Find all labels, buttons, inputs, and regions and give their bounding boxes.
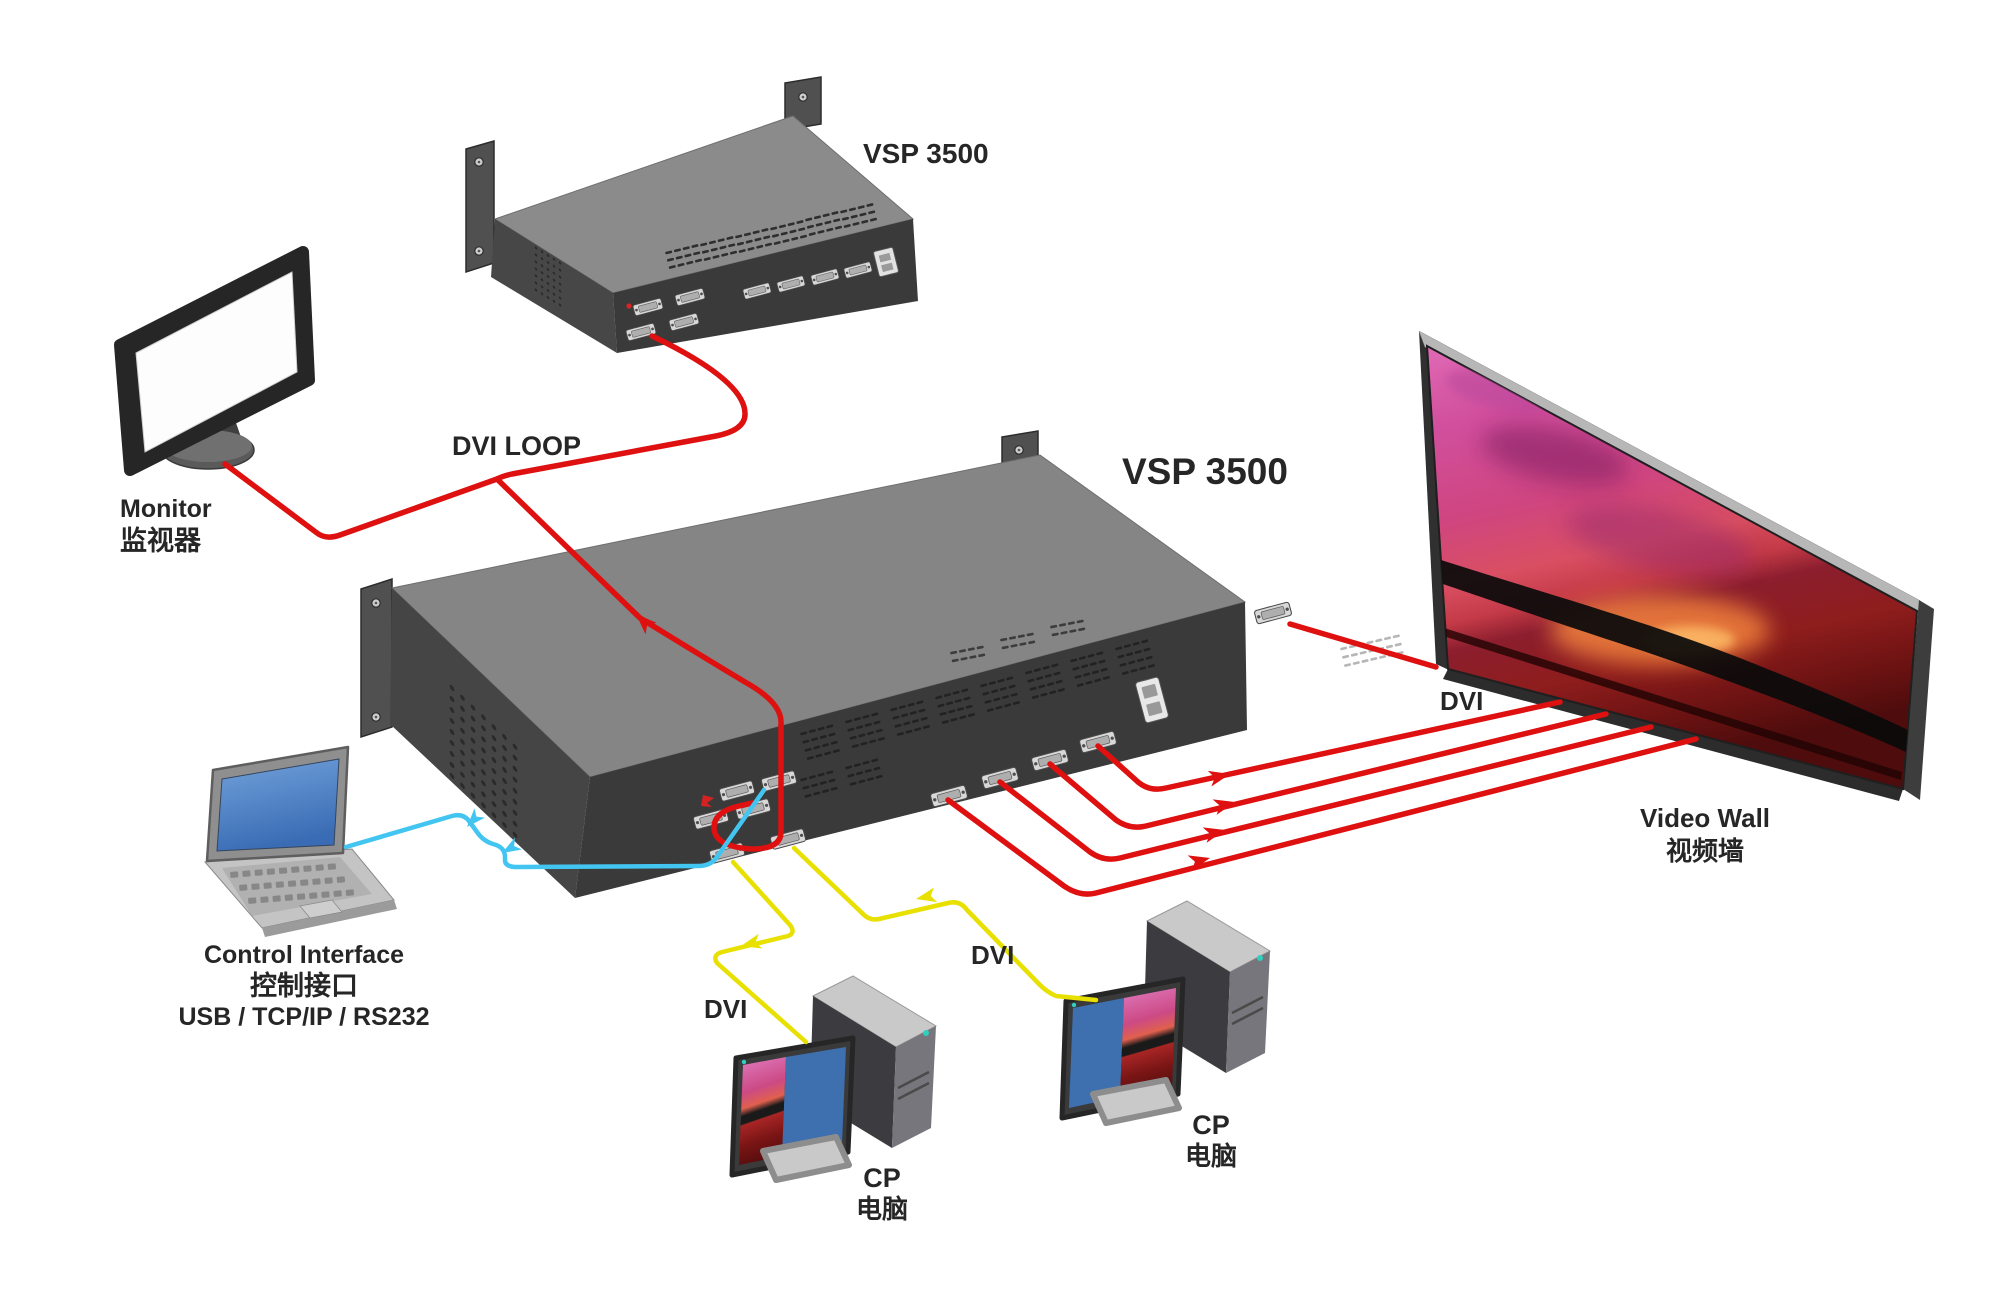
cable-control xyxy=(343,787,767,870)
cp2-power-led xyxy=(1257,955,1263,961)
dvi-label-cp1: DVI xyxy=(704,994,748,1024)
monitor-label: Monitor 监视器 xyxy=(120,495,212,556)
cp2-screen-left-blue xyxy=(1069,998,1124,1108)
cp1-monitor-led xyxy=(741,1059,747,1065)
cp2-label-en: CP xyxy=(1192,1110,1230,1140)
rack-screws xyxy=(474,92,808,256)
arrow-dvi-cp1 xyxy=(741,933,763,949)
monitor-device xyxy=(114,246,315,476)
dvi-label-wall: DVI xyxy=(1440,686,1484,716)
power-led xyxy=(626,303,632,309)
cp1-label-en: CP xyxy=(863,1163,901,1193)
cp1-tower-side xyxy=(892,1026,936,1148)
control-interface-label-zh: 控制接口 xyxy=(250,971,358,1001)
cp1-screen-right-blue xyxy=(782,1047,846,1156)
cp1-power-led xyxy=(923,1030,929,1036)
cp1-tower-groove xyxy=(897,1070,930,1090)
cable-dvi-loop-upper xyxy=(494,333,748,482)
arrow-dvi-out-2 xyxy=(1202,827,1225,843)
laptop-front-lip xyxy=(262,900,397,937)
cp2-label: CP 电脑 xyxy=(1156,1110,1266,1171)
dvi-plug-near-wall xyxy=(1254,601,1292,625)
main-processor-title: VSP 3500 xyxy=(1122,451,1288,492)
monitor-label-en: Monitor xyxy=(120,495,212,523)
flow-arrows xyxy=(467,614,1235,949)
arrow-dvi-out-4 xyxy=(1207,770,1230,787)
laptop-screen xyxy=(216,758,340,852)
cable-dvi-out-4 xyxy=(1095,699,1563,792)
cable-dvi-loop-monitor xyxy=(222,461,500,540)
video-wall-left-edge xyxy=(1419,331,1449,670)
rack-ear-left xyxy=(360,577,393,739)
vent-grille xyxy=(800,619,1155,798)
top-processor-device xyxy=(465,76,918,353)
laptop-touchpad xyxy=(299,899,343,919)
arrow-dvi-out-3 xyxy=(1212,799,1235,815)
cable-dvi-out-2 xyxy=(997,724,1654,862)
cp2-tower-groove xyxy=(1231,995,1264,1015)
control-interface-protocols: USB / TCP/IP / RS232 xyxy=(178,1003,430,1032)
power-inlet xyxy=(1135,676,1169,724)
video-wall xyxy=(1418,330,1934,801)
arrow-control-2 xyxy=(502,837,522,853)
video-wall-label-en: Video Wall xyxy=(1639,803,1771,833)
cp1-label: CP 电脑 xyxy=(827,1163,937,1224)
laptop-device xyxy=(203,745,397,937)
monitor-label-zh: 监视器 xyxy=(120,526,201,556)
cp2-label-zh: 电脑 xyxy=(1184,1141,1237,1172)
top-processor-title: VSP 3500 xyxy=(863,138,989,169)
chassis-left-face xyxy=(390,588,590,898)
cp1-keyboard xyxy=(760,1134,852,1183)
cp2-device xyxy=(1059,900,1272,1126)
arrow-dvi-cp2 xyxy=(916,887,938,903)
cp1-tower-groove xyxy=(897,1081,930,1101)
cp1-device xyxy=(729,975,938,1183)
vent-dots xyxy=(449,684,518,838)
arrow-dvi-loop xyxy=(636,614,657,635)
arrow-dvi-out-1 xyxy=(1187,855,1210,871)
cable-dvi-out-3 xyxy=(1047,711,1609,830)
cp2-screen-right-sunset xyxy=(1120,988,1176,1097)
dvi-label-cp2: DVI xyxy=(971,940,1015,970)
control-interface-label-en: Control Interface xyxy=(203,941,405,969)
cp1-screen-left-sunset xyxy=(739,1057,786,1165)
rack-screws xyxy=(371,445,1024,722)
control-interface-label: Control Interface 控制接口 USB / TCP/IP / RS… xyxy=(148,941,460,1031)
cp1-label-zh: 电脑 xyxy=(855,1194,908,1225)
laptop-keys xyxy=(230,863,355,904)
video-wall-label-zh: 视频墙 xyxy=(1665,836,1744,867)
input-marker-icon xyxy=(701,795,714,807)
main-processor-device xyxy=(360,430,1404,898)
vent-dots xyxy=(534,246,562,307)
cable-dvi-cp2 xyxy=(791,845,1099,1003)
cp2-tower-groove xyxy=(1231,1006,1264,1026)
monitor-screen xyxy=(135,271,298,453)
arrow-control-1 xyxy=(467,808,485,827)
cp2-keyboard xyxy=(1090,1077,1182,1126)
cp2-tower-side xyxy=(1226,951,1270,1073)
cable-dvi-out-1 xyxy=(945,736,1699,897)
dvi-connector-row xyxy=(625,261,873,342)
video-wall-sunset-image xyxy=(1441,369,1908,780)
cables xyxy=(222,333,1699,1045)
video-wall-label: Video Wall 视频墙 xyxy=(1625,803,1785,867)
vent-grille xyxy=(665,203,877,269)
dvi-loop-label: DVI LOOP xyxy=(452,431,582,461)
power-inlet xyxy=(873,246,899,278)
video-wall-right-edge xyxy=(1903,600,1934,800)
cable-dvi-loop-lower xyxy=(494,476,784,852)
cp2-monitor-led xyxy=(1071,1002,1077,1008)
cable-dvi-wall-plug xyxy=(1287,621,1439,670)
